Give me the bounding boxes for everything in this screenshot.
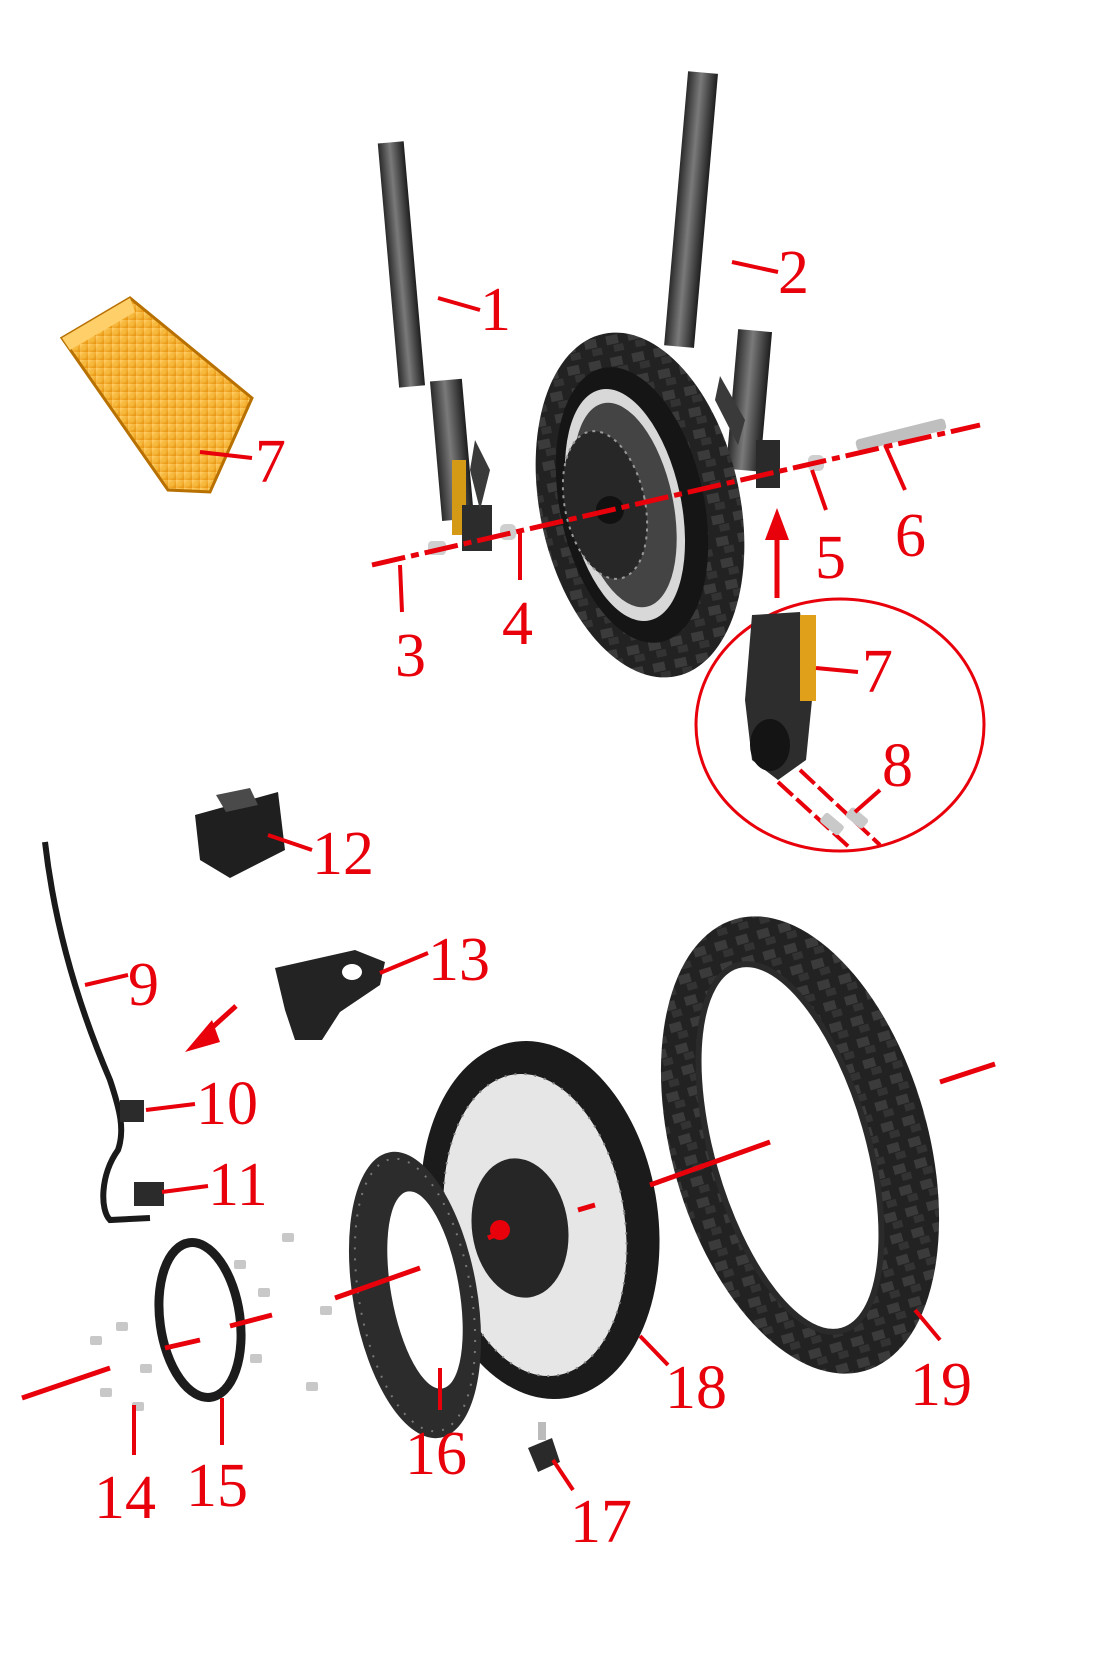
callout-16: 16 — [405, 1420, 467, 1488]
left-fork-tube — [377, 141, 492, 551]
callout-11: 11 — [208, 1151, 268, 1219]
detail-circle — [694, 597, 986, 853]
callout-13: 13 — [428, 926, 490, 994]
callout-4: 4 — [502, 590, 533, 658]
callout-7-reflector: 7 — [255, 428, 286, 496]
callout-12: 12 — [312, 820, 374, 888]
leader-12 — [267, 833, 313, 852]
rear-rim — [420, 1040, 660, 1400]
rear-axis-lines — [21, 1061, 996, 1401]
callout-9: 9 — [128, 951, 159, 1019]
callout-7-detail: 7 — [862, 638, 893, 706]
callout-18: 18 — [665, 1354, 727, 1422]
callout-6: 6 — [895, 502, 926, 570]
front-axle — [855, 418, 947, 451]
right-fork-tube — [664, 71, 780, 488]
abs-sensor-cable — [42, 841, 164, 1224]
bracket-part — [275, 950, 385, 1040]
rear-tire — [660, 916, 940, 1374]
valve-stem — [528, 1422, 560, 1472]
callout-8: 8 — [882, 732, 913, 800]
front-wheel — [535, 332, 745, 678]
rear-leaders — [132, 1308, 942, 1492]
arrow-up-icon — [765, 508, 789, 598]
callout-1: 1 — [480, 276, 511, 344]
abs-leaders — [84, 973, 209, 1194]
front-axis-line — [371, 422, 981, 568]
bolts — [90, 1233, 332, 1411]
callout-15: 15 — [186, 1452, 248, 1520]
front-leaders — [199, 260, 907, 613]
callout-14: 14 — [94, 1464, 156, 1532]
reflector-part — [59, 296, 254, 494]
callout-10: 10 — [196, 1070, 258, 1138]
arrow-down-left-icon — [185, 1004, 238, 1052]
tone-ring — [154, 1238, 246, 1402]
callout-3: 3 — [395, 622, 426, 690]
callout-5: 5 — [815, 524, 846, 592]
clip-part — [195, 788, 285, 878]
callout-17: 17 — [570, 1488, 632, 1556]
callout-2: 2 — [778, 239, 809, 307]
brake-disc — [348, 1151, 482, 1439]
leader-13 — [379, 951, 429, 975]
callout-19: 19 — [910, 1351, 972, 1419]
